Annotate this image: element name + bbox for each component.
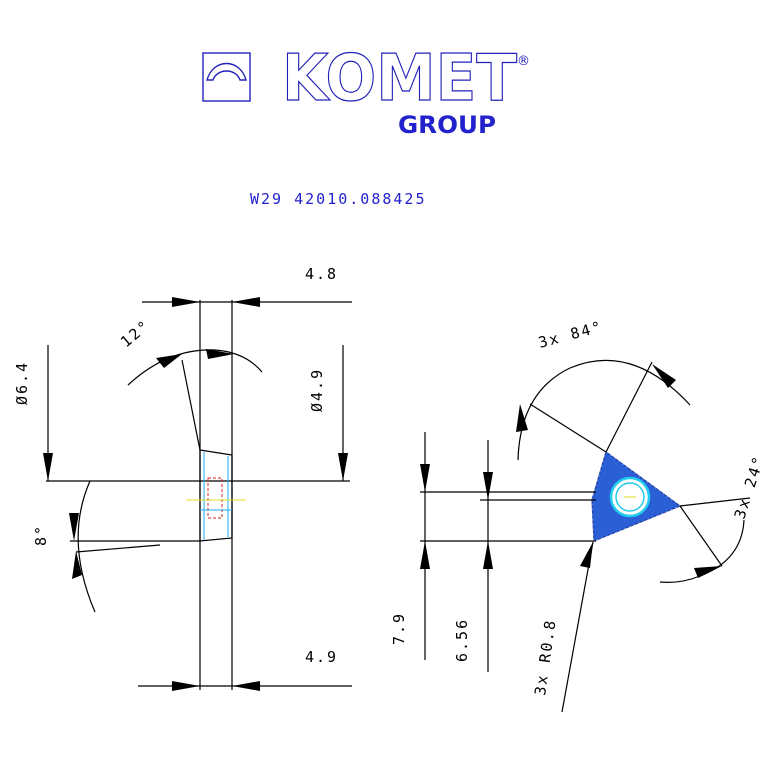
dim-top-width: 4.8 xyxy=(305,265,338,283)
dim-edge-angle: 3x 24° xyxy=(731,453,767,522)
angle-ext-24-b xyxy=(679,505,723,567)
dim-height-7-9: 7.9 xyxy=(390,612,408,645)
registered-mark: ® xyxy=(517,54,530,69)
arrow xyxy=(172,681,200,691)
arrow xyxy=(206,349,234,359)
logo-emblem-frame xyxy=(202,52,251,102)
dim-clearance-angle: 8° xyxy=(32,524,50,546)
dim-rake-angle: 12° xyxy=(117,316,154,351)
arrow xyxy=(43,453,53,481)
angle-ext-84-b xyxy=(605,361,653,453)
arrow xyxy=(232,681,260,691)
angle-arc-clearance xyxy=(77,480,96,613)
insert-hole-inner xyxy=(615,482,645,512)
radius-leader xyxy=(561,541,594,713)
arrow xyxy=(420,541,430,569)
dim-corner-radius: 3x R0.8 xyxy=(531,618,560,697)
arrow xyxy=(232,297,260,307)
insert-hatch xyxy=(591,451,681,542)
dim-height-6-56: 6.56 xyxy=(453,618,471,662)
arrow xyxy=(69,513,79,541)
dim-outer-diameter: Ø6.4 xyxy=(13,361,31,405)
top-view: 7.9 6.56 3x R0.8 3x 84° 3x 24° xyxy=(390,317,767,713)
side-view: 4.8 4.9 Ø6.4 Ø4.9 12° 8° xyxy=(13,265,352,691)
insert-side-profile xyxy=(186,449,246,542)
angle-ext-84-a xyxy=(529,403,607,453)
arrow xyxy=(483,472,493,500)
arrow xyxy=(338,453,348,481)
rake-leader xyxy=(181,359,201,451)
clearance-leader xyxy=(75,544,161,553)
arrow xyxy=(694,566,722,578)
angle-arc-rake xyxy=(127,349,263,386)
arrow xyxy=(483,541,493,569)
arrow xyxy=(172,297,200,307)
arrow xyxy=(652,364,676,388)
insert-hole-hidden xyxy=(207,477,223,519)
dim-inner-diameter: Ø4.9 xyxy=(308,368,326,412)
arrow xyxy=(156,354,182,368)
arrow xyxy=(580,542,593,568)
dim-bottom-width: 4.9 xyxy=(305,648,338,666)
part-number: W29 42010.088425 xyxy=(250,190,427,208)
dim-included-angle: 3x 84° xyxy=(536,317,605,352)
logo-emblem-arch xyxy=(206,63,247,81)
komet-logo: KOMET ® GROUP xyxy=(202,41,530,139)
insert-outline xyxy=(199,449,233,542)
logo-group-text: GROUP xyxy=(398,111,496,139)
arrow xyxy=(420,464,430,492)
arrow xyxy=(72,551,82,579)
arrow xyxy=(516,404,528,432)
logo-brand-text: KOMET xyxy=(282,42,517,116)
angle-ext-24-a xyxy=(679,497,751,507)
